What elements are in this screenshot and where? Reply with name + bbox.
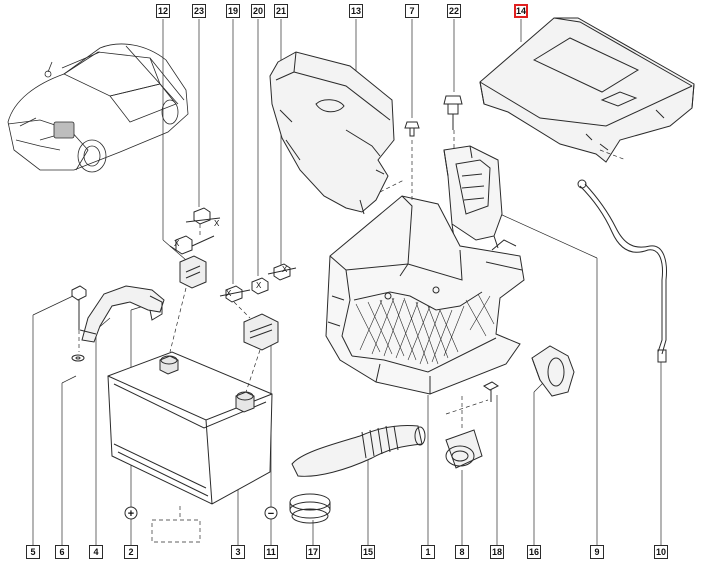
part-callout-7[interactable]: 7 (405, 4, 419, 18)
part-callout-21[interactable]: 21 (274, 4, 288, 18)
part-callout-15[interactable]: 15 (361, 545, 375, 559)
battery-cover-part-13[interactable] (269, 51, 395, 215)
duct-elbow-part-16[interactable] (531, 345, 575, 397)
part-callout-17[interactable]: 17 (306, 545, 320, 559)
air-intake-duct-part-15[interactable] (291, 425, 426, 477)
negative-polarity-label: − (268, 508, 274, 520)
part-callout-3[interactable]: 3 (231, 545, 245, 559)
part-callout-13[interactable]: 13 (349, 4, 363, 18)
part-callout-12[interactable]: 12 (156, 4, 170, 18)
axis-mark-3: X (226, 289, 232, 298)
negative-terminal-clamp-part-20[interactable] (243, 277, 279, 351)
retaining-clip-part-7[interactable] (404, 121, 420, 137)
part-callout-8[interactable]: 8 (455, 545, 469, 559)
hose-sleeve-part-8[interactable] (445, 429, 483, 469)
top-leader-lines (162, 19, 522, 284)
axis-mark-1: X (214, 219, 220, 228)
part-callout-22[interactable]: 22 (447, 4, 461, 18)
part-callout-16[interactable]: 16 (527, 545, 541, 559)
part-callout-9[interactable]: 9 (590, 545, 604, 559)
negative-polarity-marker (264, 506, 278, 520)
fuse-bracket-part-9[interactable] (427, 145, 503, 263)
seal-ring-part-17[interactable] (289, 493, 331, 524)
axis-mark-4: X (256, 281, 262, 290)
part-callout-5[interactable]: 5 (26, 545, 40, 559)
mounting-nut-part-22[interactable] (443, 95, 463, 130)
battery-cable-part-10[interactable] (577, 179, 667, 363)
part-callout-19[interactable]: 19 (226, 4, 240, 18)
positive-polarity-marker (124, 506, 138, 520)
part-callout-18[interactable]: 18 (490, 545, 504, 559)
part-callout-20[interactable]: 20 (251, 4, 265, 18)
battery-part-3[interactable] (107, 351, 273, 505)
hold-down-bolt-part-5[interactable] (71, 285, 87, 330)
axis-mark-5: X (282, 265, 288, 274)
screw-part-18[interactable] (483, 381, 499, 402)
terminal-nut-part-21[interactable] (267, 263, 297, 281)
part-callout-23[interactable]: 23 (192, 4, 206, 18)
battery-tray-part-1[interactable] (325, 195, 525, 395)
positive-polarity-label: + (128, 508, 134, 520)
part-callout-11[interactable]: 11 (264, 545, 278, 559)
part-callout-1[interactable]: 1 (421, 545, 435, 559)
washer-part-6[interactable] (71, 354, 85, 362)
clamp-nut-part-23[interactable] (185, 207, 221, 225)
part-callout-14-selected[interactable]: 14 (514, 4, 528, 18)
terminal-bolt-part-19[interactable] (219, 285, 251, 303)
battery-lid-part-14[interactable] (479, 17, 695, 163)
part-callout-10[interactable]: 10 (654, 545, 668, 559)
part-callout-6[interactable]: 6 (55, 545, 69, 559)
positive-terminal-clamp-part-12[interactable] (169, 235, 215, 289)
hold-down-bracket-part-4[interactable] (79, 285, 165, 343)
axis-mark-2: X (174, 239, 180, 248)
part-callout-2[interactable]: 2 (124, 545, 138, 559)
assembly-guide-lines (78, 130, 627, 543)
part-callout-4[interactable]: 4 (89, 545, 103, 559)
vehicle-location-thumbnail (7, 43, 189, 173)
